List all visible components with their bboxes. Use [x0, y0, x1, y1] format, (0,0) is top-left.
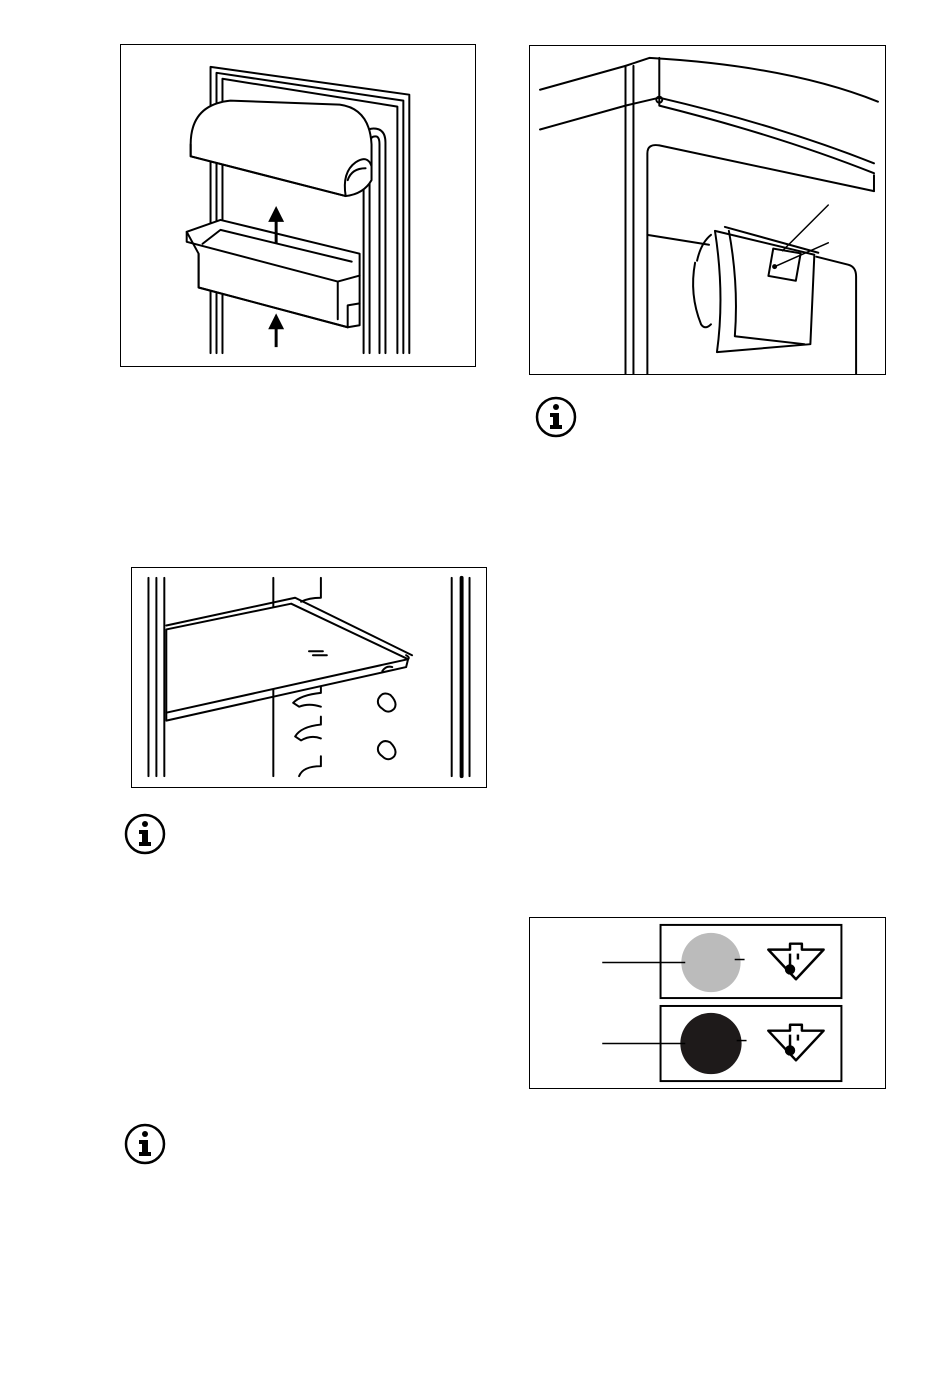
glass-shelf-drawing	[132, 568, 486, 787]
info-icon	[534, 395, 578, 439]
temperature-indicator-figure	[529, 917, 886, 1089]
temperature-indicator-drawing	[530, 918, 885, 1088]
info-icon	[123, 1122, 167, 1166]
thermometer-warning-icon	[768, 944, 823, 980]
door-balcony-drawing	[121, 45, 475, 366]
light-housing-drawing	[530, 46, 885, 374]
indicator-warm-dot	[680, 1013, 741, 1074]
indicator-ok-dot	[681, 933, 740, 992]
thermometer-warning-icon	[768, 1025, 823, 1061]
info-icon	[123, 812, 167, 856]
arrow-up-icon	[268, 313, 284, 347]
light-housing-figure	[529, 45, 886, 375]
door-balcony-figure	[120, 44, 476, 367]
glass-shelf-figure	[131, 567, 487, 788]
